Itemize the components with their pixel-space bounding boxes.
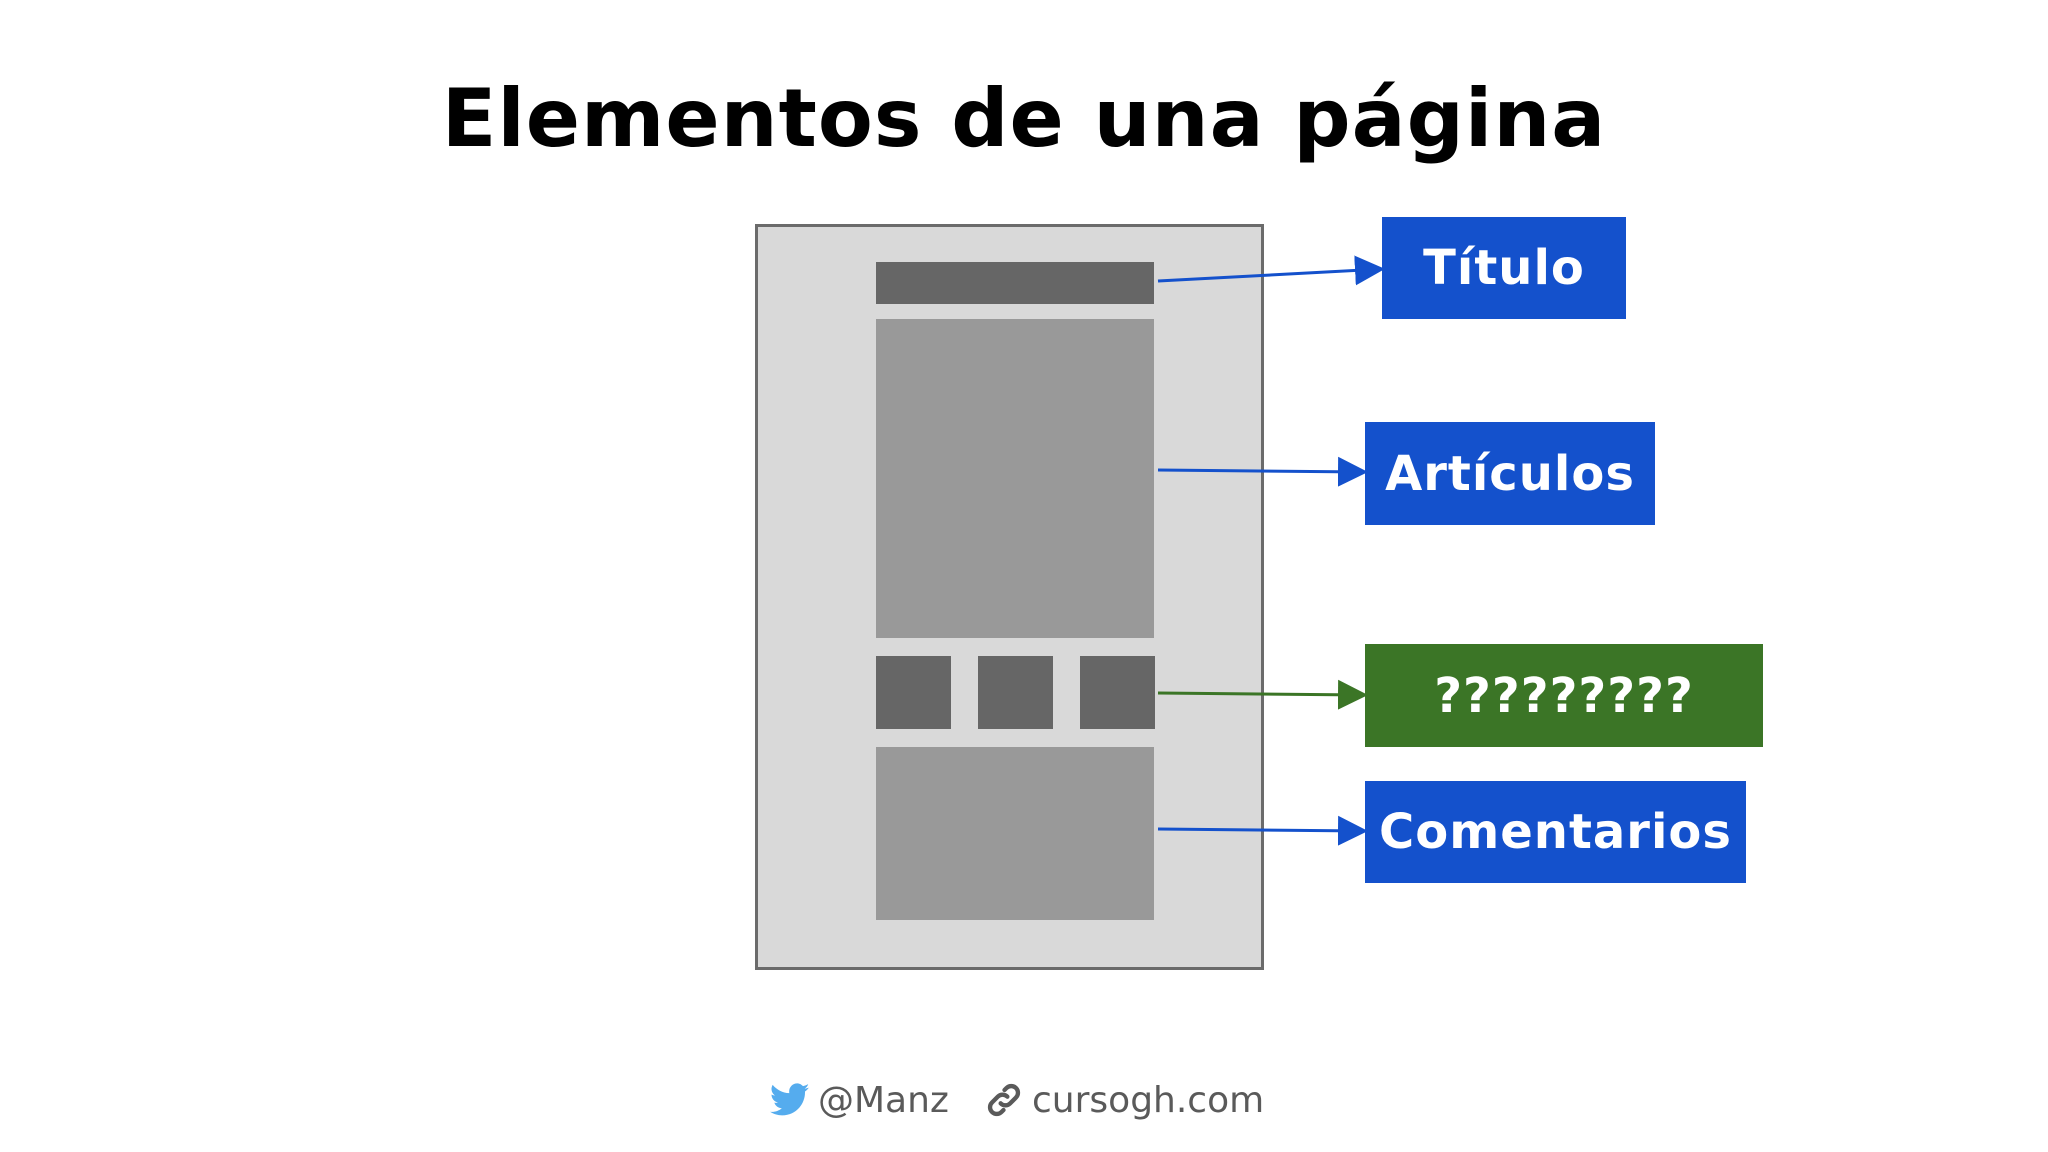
- label-unknown: ?????????: [1365, 644, 1763, 747]
- wireframe-small-block-1: [876, 656, 951, 729]
- label-articulos: Artículos: [1365, 422, 1655, 525]
- label-titulo: Título: [1382, 217, 1626, 319]
- website-link[interactable]: cursogh.com: [1032, 1079, 1265, 1121]
- wireframe-comments-block: [876, 747, 1154, 920]
- wireframe-articles-block: [876, 319, 1154, 638]
- wireframe-title-block: [876, 262, 1154, 304]
- twitter-bird-icon: [770, 1082, 810, 1118]
- footer-twitter: @Manz: [770, 1072, 949, 1128]
- footer-website: cursogh.com: [984, 1072, 1264, 1128]
- wireframe-small-block-3: [1080, 656, 1155, 729]
- twitter-handle[interactable]: @Manz: [818, 1079, 949, 1121]
- link-chain-icon: [984, 1080, 1024, 1120]
- wireframe-small-block-2: [978, 656, 1053, 729]
- label-comentarios: Comentarios: [1365, 781, 1746, 883]
- page-title: Elementos de una página: [441, 72, 1607, 165]
